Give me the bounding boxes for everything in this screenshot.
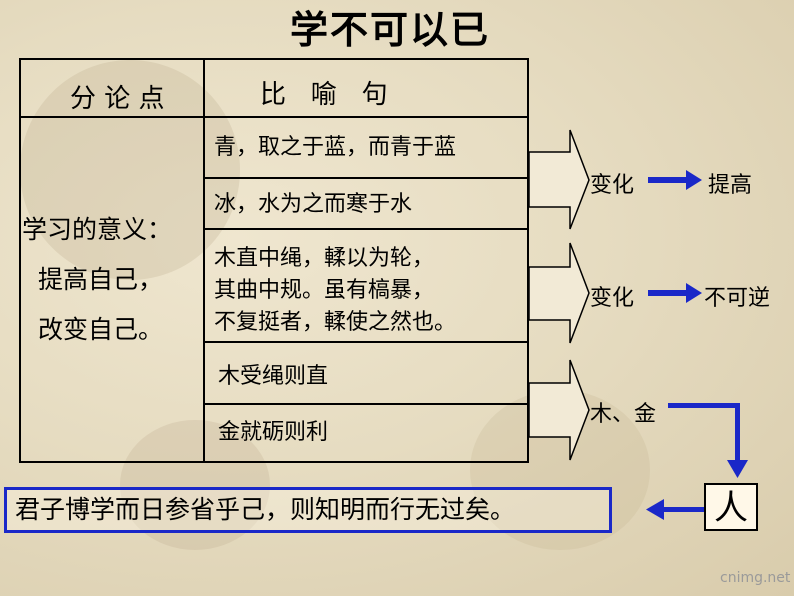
metaphor-line: 冰，水为之而寒于水 [214,192,413,217]
metaphor-line: 其曲中规。虽有槁暴， [214,278,435,303]
person-box: 人 [704,483,758,531]
page-title: 学不可以已 [289,8,490,52]
flow-2-from: 变化 [590,286,635,311]
header-sub-point: 分 论 点 [70,84,165,114]
conclusion-quote: 君子博学而日参省乎己，则知明而行无过矣。 [4,487,612,533]
watermark: cnimg.net [720,570,791,586]
meaning-line-1: 学习的意义： [22,215,173,244]
meaning-line-3: 改变自己。 [38,315,164,344]
metaphor-row-4: 木受绳则直 [218,361,328,393]
meaning-line-2: 提高自己， [38,265,164,294]
header-metaphor: 比 喻 句 [260,80,388,110]
meaning-cell: 学习的意义： 提高自己， 改变自己。 [22,205,204,355]
flow-2-to: 不可逆 [704,286,771,311]
block-arrow-3 [528,359,590,461]
metaphor-line: 木直中绳，輮以为轮， [214,246,435,271]
background-flower-3 [120,420,270,550]
metaphor-row-3: 木直中绳，輮以为轮， 其曲中规。虽有槁暴， 不复挺者，輮使之然也。 [214,243,456,339]
metaphor-row-5: 金就砺则利 [218,417,328,449]
flow-1-to: 提高 [708,173,753,198]
metaphor-line: 木受绳则直 [218,364,329,389]
metaphor-line: 青，取之于蓝，而青于蓝 [214,135,457,160]
block-arrow-1 [528,129,590,230]
flow-1-from: 变化 [590,173,635,198]
metaphor-line: 不复挺者，輮使之然也。 [214,310,457,335]
flow-3-from: 木、金 [590,402,657,427]
metaphor-line: 金就砺则利 [218,420,329,445]
metaphor-row-1: 青，取之于蓝，而青于蓝 [214,132,456,164]
block-arrow-2 [528,242,590,344]
metaphor-row-2: 冰，水为之而寒于水 [214,189,412,221]
